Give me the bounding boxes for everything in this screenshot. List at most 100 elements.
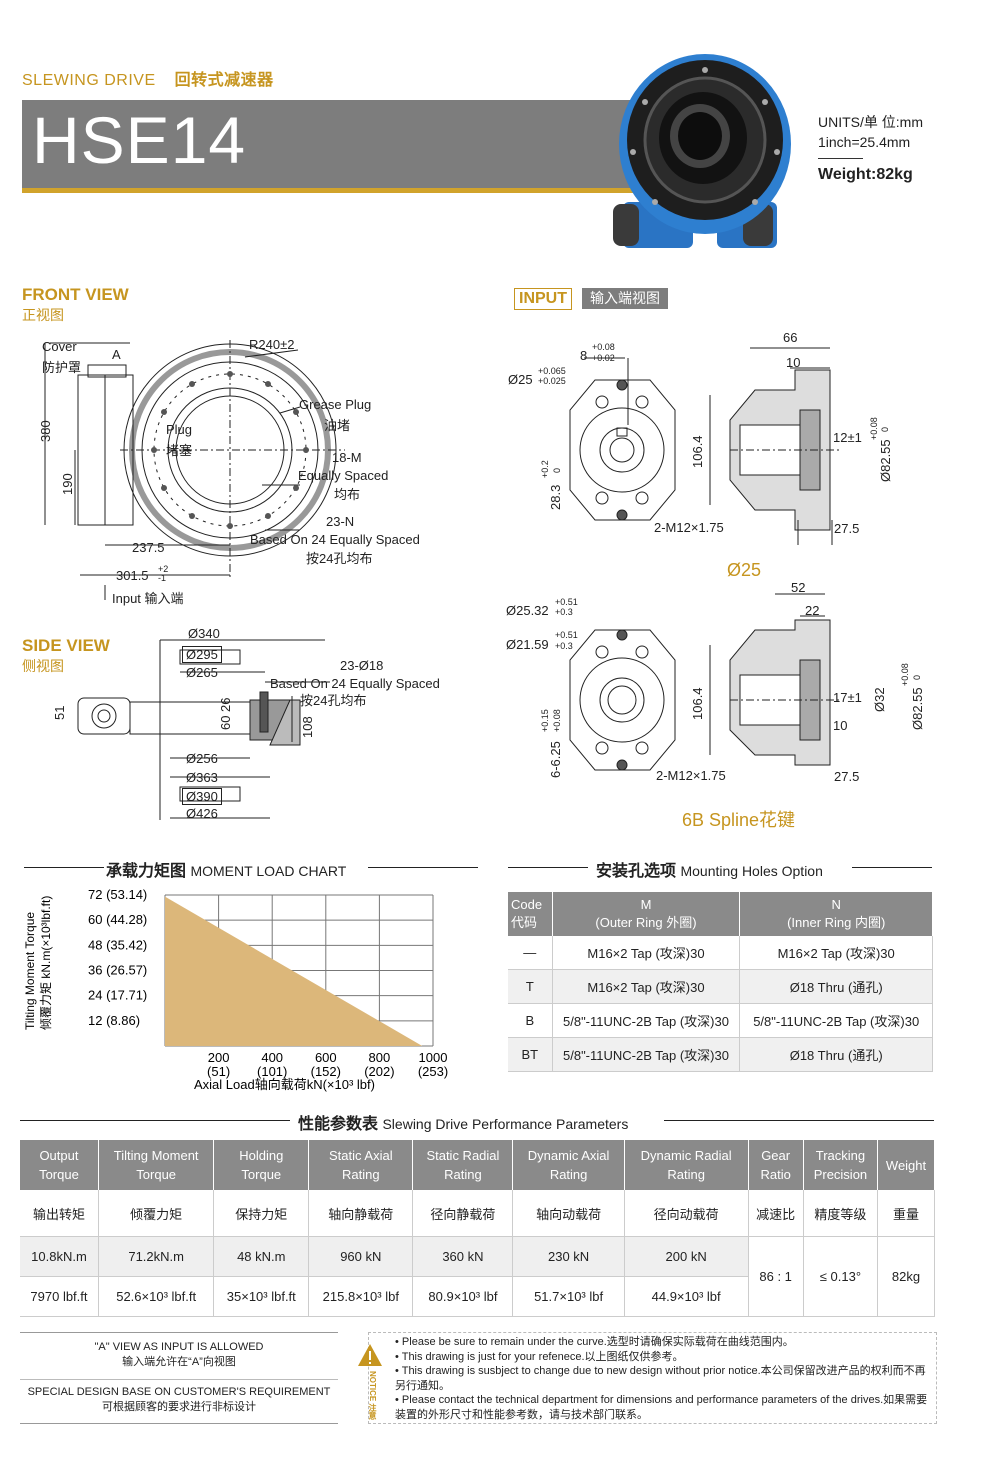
cell-dynamic-axial: 230 kN — [512, 1236, 625, 1277]
dim-380: 380 — [38, 420, 53, 442]
dim-108: 108 — [300, 716, 315, 738]
notice-list: • Please be sure to remain under the cur… — [369, 1333, 936, 1422]
label-grease-plug: Grease Plug — [299, 397, 372, 412]
label-side-based24-cn: 按24孔均布 — [300, 693, 367, 708]
inch-text: 1inch=25.4mm — [818, 134, 911, 150]
dim-b-17: 17±1 — [833, 690, 862, 705]
cell-dynamic-radial: 200 kN — [624, 1236, 749, 1277]
cell-tilting-moment: 71.2kN.m — [98, 1236, 215, 1277]
x-tick-sublabel: (152) — [311, 1064, 341, 1079]
chart-title-rule-right — [368, 867, 478, 868]
dim-a-28-3: 28.3 — [548, 484, 563, 510]
y-tick-label: 12 (8.86) — [88, 1013, 140, 1028]
load-curve-area — [165, 896, 423, 1046]
y-tick-label: 60 (44.28) — [88, 912, 147, 927]
dim-a-d82-55-tol0: 0 — [880, 426, 890, 432]
th-perf-line: Dynamic Axial — [527, 1148, 610, 1163]
table-row: 7970 lbf.ft 52.6×10³ lbf.ft 35×10³ lbf.f… — [20, 1276, 935, 1317]
cell-static-axial-imp: 215.8×10³ lbf — [308, 1276, 414, 1317]
th-perf-cn: 径向静载荷 — [412, 1190, 514, 1237]
y-axis-label-cn: 倾覆力矩 kN.m(×10³lbf.ft) — [39, 896, 53, 1030]
dim-237-5: 237.5 — [132, 540, 165, 555]
label-18m: 18-M — [332, 450, 362, 465]
notice-item: • Please be sure to remain under the cur… — [395, 1336, 794, 1348]
note-special-en: SPECIAL DESIGN BASE ON CUSTOMER'S REQUIR… — [27, 1386, 331, 1398]
dim-a-8-tol-minus: +0.02 — [592, 353, 615, 363]
th-perf-cn: 轴向动载荷 — [512, 1190, 625, 1237]
dim-d390: Ø390 — [182, 788, 222, 805]
dim-d256: Ø256 — [186, 751, 218, 766]
notice-item-text: This drawing is susbject to change due t… — [395, 1365, 926, 1392]
cell-code: — — [508, 936, 553, 970]
th-perf-line: Static Radial — [426, 1148, 500, 1163]
th-perf-line: Dynamic Radial — [640, 1148, 732, 1163]
x-tick-sublabel: (253) — [418, 1064, 448, 1079]
input-tag: INPUT — [514, 288, 572, 310]
dim-b-10: 10 — [833, 718, 848, 733]
th-n: N (Inner Ring 内圈) — [739, 892, 933, 936]
dim-a-66: 66 — [783, 330, 798, 345]
units-info: UNITS/单 位:mm 1inch=25.4mm Weight:82kg — [818, 112, 923, 185]
x-tick-label: 600 — [315, 1050, 337, 1065]
dim-d426: Ø426 — [186, 806, 218, 821]
dim-d340: Ø340 — [188, 626, 220, 641]
dim-d295: Ø295 — [182, 646, 222, 663]
label-plug: Plug — [166, 422, 193, 437]
x-axis-label: Axial Load轴向载荷kN(×10³ lbf) — [194, 1077, 375, 1092]
y-tick-label: 24 (17.71) — [88, 988, 147, 1003]
dim-b-d21-59-tol-plus: +0.51 — [555, 630, 578, 640]
y-tick-label: 48 (35.42) — [88, 937, 147, 952]
th-perf-line: Rating — [342, 1167, 380, 1182]
mounting-title-en: Mounting Holes Option — [680, 863, 823, 879]
x-tick-sublabel: (51) — [207, 1064, 230, 1079]
front-view-title: FRONT VIEW — [22, 285, 129, 304]
x-tick-label: 400 — [261, 1050, 283, 1065]
dim-a-d25-tol-minus: +0.025 — [538, 376, 566, 386]
dim-d265: Ø265 — [186, 665, 218, 680]
cell-output-torque-imp: 7970 lbf.ft — [20, 1276, 99, 1317]
y-tick-label: 36 (26.57) — [88, 963, 147, 978]
th-perf-cn: 轴向静载荷 — [308, 1190, 414, 1237]
dim-a-d25-tol-plus: +0.065 — [538, 366, 566, 376]
dim-a-m12: 2-M12×1.75 — [654, 520, 724, 535]
th-perf-line: Torque — [39, 1167, 79, 1182]
dim-51: 51 — [52, 705, 67, 720]
performance-title-en: Slewing Drive Performance Parameters — [382, 1116, 629, 1132]
note-a-view-en: "A" VIEW AS INPUT IS ALLOWED — [94, 1341, 264, 1353]
notice-item-text: Please be sure to remain under the curve… — [401, 1336, 794, 1348]
category-en: SLEWING DRIVE — [22, 72, 156, 89]
cell-holding-torque: 48 kN.m — [213, 1236, 310, 1277]
notice-item: • This drawing is susbject to change due… — [395, 1365, 926, 1392]
th-perf-cn: 保持力矩 — [213, 1190, 310, 1237]
dim-b-d25-32-tol-minus: +0.3 — [555, 607, 573, 617]
cell-precision: ≤ 0.13° — [803, 1236, 879, 1317]
mounting-holes-table: Code 代码 M (Outer Ring 外圈) N (Inner Ring … — [508, 892, 933, 1072]
cell-dynamic-radial-imp: 44.9×10³ lbf — [624, 1276, 749, 1317]
cell-static-radial: 360 kN — [412, 1236, 514, 1277]
dim-301-5: 301.5 — [116, 568, 149, 583]
dim-b-d25-32-tol-plus: +0.51 — [555, 597, 578, 607]
front-view-drawing — [44, 340, 345, 600]
notice-item: • Please contact the technical departmen… — [395, 1394, 928, 1421]
cell-weight: 82kg — [877, 1236, 935, 1317]
dim-b-6-6-25-tol-plus: +0.15 — [540, 709, 550, 732]
label-equally-spaced-cn: 均布 — [334, 487, 361, 502]
warning-icon — [358, 1344, 382, 1366]
th-perf-line: Gear — [761, 1148, 791, 1163]
dim-a-106-4: 106.4 — [690, 435, 705, 468]
dim-a-12: 12±1 — [833, 430, 862, 445]
cell-dynamic-axial-imp: 51.7×10³ lbf — [512, 1276, 625, 1317]
divider — [818, 158, 863, 159]
category-header: SLEWING DRIVE 回转式减速器 — [22, 66, 274, 90]
dim-b-d21-59-tol-minus: +0.3 — [555, 641, 573, 651]
th-perf-cn: 径向动载荷 — [624, 1190, 749, 1237]
cell-tilting-moment-imp: 52.6×10³ lbf.ft — [98, 1276, 215, 1317]
label-r240: R240±2 — [249, 337, 295, 352]
notice-item-text: This drawing is just for your refenece.以… — [401, 1350, 684, 1363]
dim-b-m12: 2-M12×1.75 — [656, 768, 726, 783]
dim-b-d32: Ø32 — [872, 687, 887, 712]
perf-title-rule-right — [664, 1120, 934, 1121]
label-cover: Cover — [42, 339, 77, 354]
dim-b-52: 52 — [791, 580, 806, 595]
